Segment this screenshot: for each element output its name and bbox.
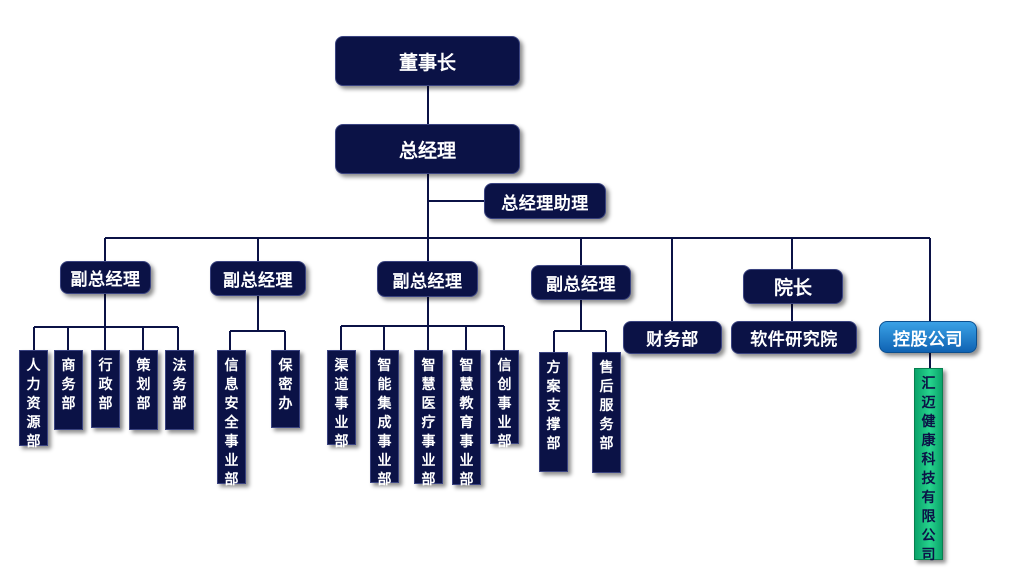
dept-smart-education: 智慧教育事业部 [452, 350, 481, 488]
chairman-node: 董事长 [335, 36, 520, 86]
software-institute-node: 软件研究院 [731, 321, 857, 354]
vp-node-3: 副总经理 [377, 261, 478, 297]
vp-node-1: 副总经理 [60, 261, 151, 294]
finance-dept-node: 财务部 [623, 321, 722, 354]
dept-legal: 法务部 [165, 350, 194, 430]
gm-assistant-node: 总经理助理 [484, 183, 606, 219]
dept-planning: 策划部 [129, 350, 158, 430]
dept-business: 商务部 [54, 350, 83, 430]
holding-company-node: 控股公司 [879, 321, 977, 353]
dept-infosec: 信息安全事业部 [217, 350, 246, 488]
dept-solution-support: 方案支撑部 [539, 352, 568, 472]
dept-hr: 人力资源部 [19, 350, 48, 450]
vp-node-4: 副总经理 [531, 265, 631, 300]
subsidiary-node: 汇迈健康科技有限公司 [914, 368, 943, 563]
dept-confidentiality-office: 保密办 [271, 350, 300, 428]
general-manager-node: 总经理 [335, 124, 520, 174]
dept-xinchuang: 信创事业部 [490, 350, 519, 450]
dept-admin: 行政部 [91, 350, 120, 428]
dean-node: 院长 [743, 269, 843, 304]
vp-node-2: 副总经理 [210, 261, 306, 296]
dept-smart-healthcare: 智慧医疗事业部 [414, 350, 443, 488]
dept-smart-integration: 智能集成事业部 [370, 350, 399, 488]
dept-after-sales: 售后服务部 [592, 352, 621, 473]
dept-channel: 渠道事业部 [327, 350, 356, 450]
